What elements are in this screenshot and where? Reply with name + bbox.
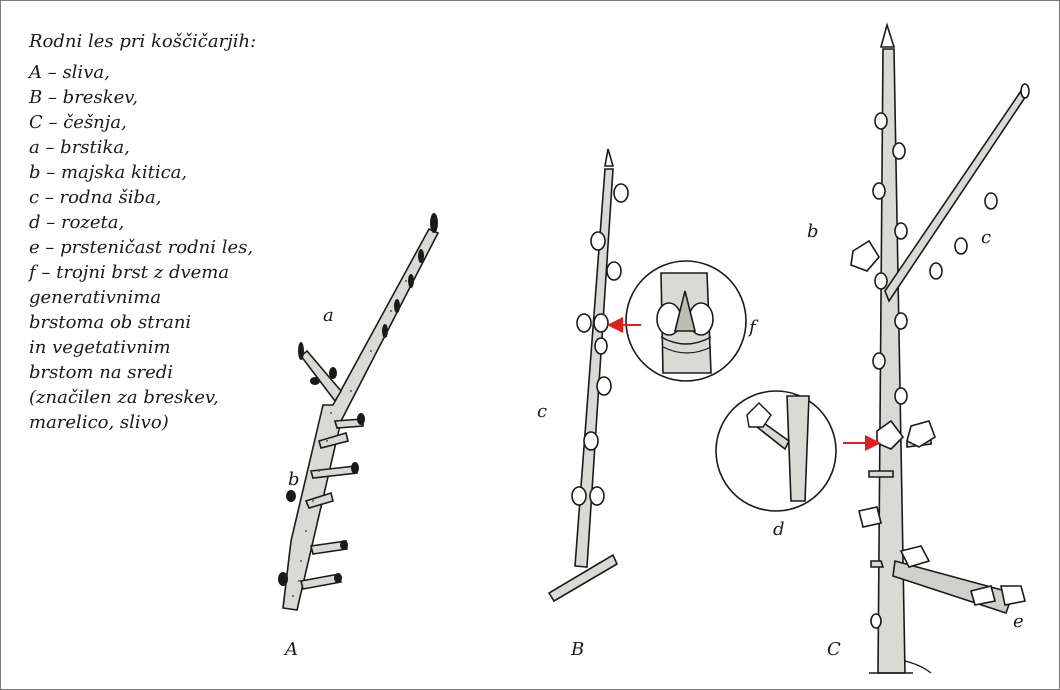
peach-shoot-b [549,149,628,601]
label-peach-b-upper: B [571,639,584,660]
label-a-spur: a [323,305,334,326]
label-e-ring-spur: e [1013,611,1024,632]
label-c-fruiting-shoot: c [537,401,547,422]
triple-bud-detail-f [626,261,746,381]
label-d-rosette: d [773,519,785,540]
label-c-cherry-shoot: c [981,227,991,248]
label-f-triple-bud: f [749,317,756,338]
label-plum-a-upper: A [285,639,298,660]
label-b-bouquet-plum: b [288,469,300,490]
plum-branch-a [278,213,438,610]
label-b-bouquet-cherry: b [807,221,819,242]
cherry-trunk-c [851,25,1029,673]
label-cherry-c-upper: C [827,639,841,660]
rosette-detail-d [716,391,836,511]
